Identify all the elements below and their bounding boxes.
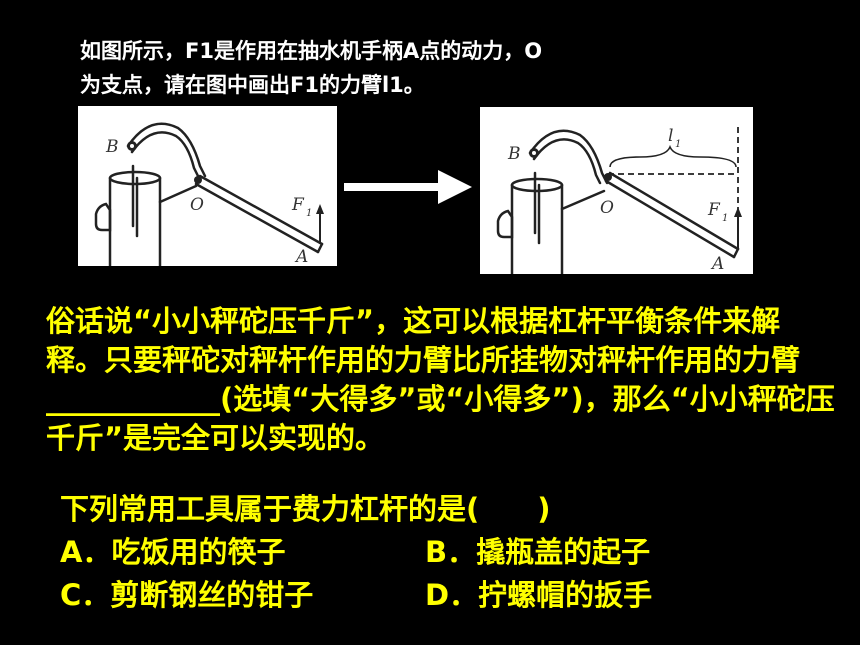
label-f-sub-answer: 1 (722, 213, 728, 224)
option-a[interactable]: A．吃饭用的筷子 (60, 535, 286, 569)
option-d[interactable]: D．拧螺帽的扳手 (425, 578, 653, 612)
label-a-answer: A (710, 254, 724, 274)
question-1-line-1: 如图所示，F1是作用在抽水机手柄A点的动力，O (80, 39, 543, 63)
question-3-stem: 下列常用工具属于费力杠杆的是( ) (60, 492, 551, 526)
option-b[interactable]: B．撬瓶盖的起子 (425, 535, 651, 569)
pump-figure-answer: B O F 1 A l 1 (480, 107, 753, 274)
question-2: 俗话说“小小秤砣压千斤”，这可以根据杠杆平衡条件来解释。只要秤砣对秤杆作用的力臂… (46, 304, 835, 455)
option-c[interactable]: C．剪断钢丝的钳子 (60, 578, 314, 612)
pump-diagram-original: B O F 1 A (94, 122, 324, 266)
label-f-answer: F (707, 200, 721, 220)
options-row-2: C．剪断钢丝的钳子 D．拧螺帽的扳手 (60, 574, 840, 617)
label-o-answer: O (600, 198, 614, 218)
label-a: A (294, 247, 308, 266)
question-3: 下列常用工具属于费力杠杆的是( ) A．吃饭用的筷子 B．撬瓶盖的起子 C．剪断钢… (60, 488, 840, 617)
label-b-answer: B (507, 144, 521, 164)
label-l-sub-answer: 1 (675, 139, 681, 150)
question-1: 如图所示，F1是作用在抽水机手柄A点的动力，O 为支点，请在图中画出F1的力臂l… (80, 34, 740, 102)
label-b: B (105, 137, 119, 157)
options-row-1: A．吃饭用的筷子 B．撬瓶盖的起子 (60, 531, 840, 574)
label-l-answer: l (668, 126, 673, 146)
question-1-line-2: 为支点，请在图中画出F1的力臂l1。 (80, 73, 425, 97)
right-arrow-icon (344, 170, 472, 204)
pump-figure-original: B O F 1 A (78, 106, 337, 266)
label-o: O (190, 195, 204, 215)
label-f-sub: 1 (306, 208, 312, 219)
label-f: F (291, 195, 305, 215)
pump-diagram-answer: B O F 1 A l 1 (496, 126, 742, 274)
